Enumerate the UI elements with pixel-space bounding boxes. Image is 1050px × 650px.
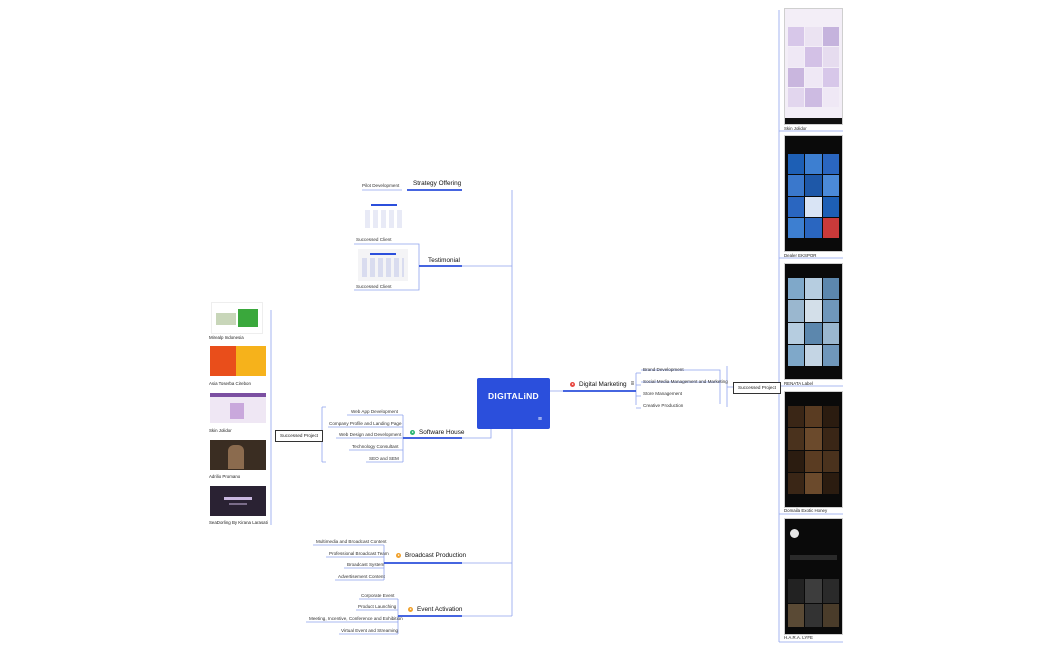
broadcast-item-2: Broadcast System <box>347 562 385 567</box>
digital-item-3: Creative Production <box>643 403 684 408</box>
branch-broadcast-title: Broadcast Production <box>405 552 467 559</box>
marketing-phone-0 <box>784 8 843 125</box>
software-item-4: SEO and SEM <box>369 456 399 461</box>
software-successed-project[interactable]: Successed Project <box>275 430 324 442</box>
software-status-icon: ● <box>410 430 415 435</box>
project-thumb-4 <box>210 486 266 516</box>
digital-item-1: Social Media Management and Marketing <box>643 379 728 384</box>
project-thumb-2 <box>210 393 266 423</box>
branch-software-house[interactable]: ● Software House <box>410 428 464 437</box>
branch-strategy-offering[interactable]: Strategy Offering <box>413 179 461 188</box>
root-title: DIGITALiND <box>487 391 539 401</box>
branch-testimonial-title: Testimonial <box>428 257 460 264</box>
marketing-phone-2 <box>784 263 843 380</box>
digital-item-0: Brand Development <box>643 367 684 372</box>
project-caption-3: Adrilio Promano <box>209 474 241 479</box>
marketing-phone-1 <box>784 135 843 252</box>
marketing-caption-3: Domaila Exotic Honey <box>784 508 828 513</box>
marketing-phone-3 <box>784 391 843 508</box>
root-node[interactable]: DIGITALiND ≡ <box>477 378 550 429</box>
marketing-caption-0: Skin Jolidor <box>784 126 807 131</box>
event-item-0: Corporate Event <box>361 593 395 598</box>
project-thumb-3 <box>210 440 266 470</box>
event-item-3: Virtual Event and Streaming <box>341 628 399 633</box>
digital-successed-project[interactable]: Successed Project <box>733 382 782 394</box>
software-item-2: Web Design and Development <box>339 432 402 437</box>
project-caption-1: Asia Toserba Cirebon <box>209 381 251 386</box>
broadcast-item-3: Advertisement Content <box>338 574 385 579</box>
branch-strategy-title: Strategy Offering <box>413 180 462 187</box>
digital-status-icon: ● <box>570 382 575 387</box>
software-item-3: Technology Consultant <box>352 444 399 449</box>
branch-software-title: Software House <box>419 429 465 436</box>
menu-icon[interactable]: ≡ <box>537 416 542 423</box>
software-item-0: Web App Development <box>351 409 398 414</box>
project-thumb-0 <box>211 302 263 334</box>
broadcast-item-0: Multimedia and Broadcast Content <box>316 539 387 544</box>
branch-digital-title: Digital Marketing <box>579 381 627 388</box>
project-thumb-1 <box>210 346 266 376</box>
project-caption-0: Mirealp Indonesia <box>209 335 244 340</box>
branch-digital-marketing[interactable]: ● Digital Marketing ≡ <box>570 380 634 389</box>
branch-testimonial[interactable]: Testimonial <box>428 256 460 265</box>
broadcast-item-1: Professional Broadcast Team <box>329 551 389 556</box>
digital-item-2: Store Management <box>643 391 683 396</box>
client-logos-image-1 <box>361 199 409 233</box>
marketing-caption-4: H.A.R.A. LYFE <box>784 635 813 640</box>
broadcast-status-icon: ● <box>396 553 401 558</box>
testimonial-client-0: Successed Client <box>356 237 392 242</box>
branch-event-activation[interactable]: ● Event Activation <box>408 605 462 614</box>
strategy-item-0: Pilot Development <box>362 183 400 188</box>
branch-broadcast-production[interactable]: ● Broadcast Production <box>396 551 466 560</box>
marketing-phone-4 <box>784 518 843 635</box>
client-logos-image-2 <box>358 249 408 281</box>
software-item-1: Company Profile and Landing Page <box>329 421 402 426</box>
marketing-caption-1: Dealer EKSPOR <box>784 253 817 258</box>
testimonial-client-1: Successed Client <box>356 284 392 289</box>
event-status-icon: ● <box>408 607 413 612</box>
project-caption-4: SeaDorling By Kirana Larasati <box>209 520 268 525</box>
event-item-2: Meeting, Incentive, Conference and Exhib… <box>309 616 403 621</box>
notes-icon[interactable]: ≡ <box>630 381 635 387</box>
project-caption-2: Skin Jolidor <box>209 428 232 433</box>
event-item-1: Product Launching <box>358 604 397 609</box>
marketing-caption-2: RENATA Label <box>784 381 813 386</box>
branch-event-title: Event Activation <box>417 606 463 613</box>
